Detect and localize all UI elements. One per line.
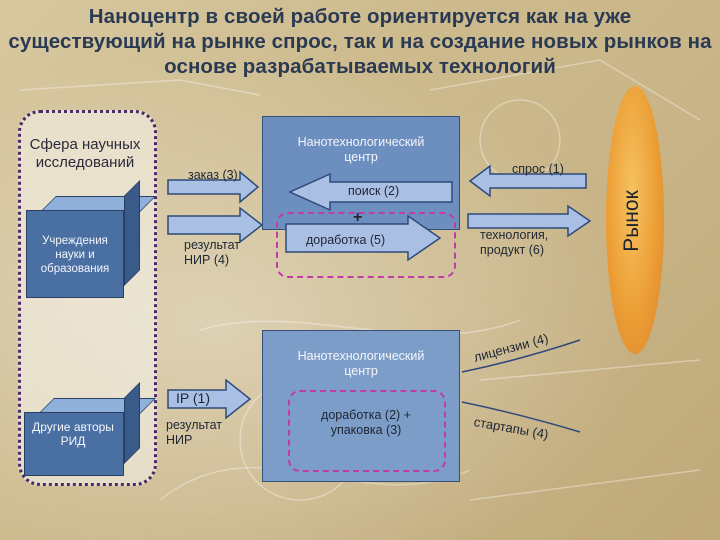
- institutions-cube: Учреждения науки и образования: [26, 180, 156, 300]
- demand-arrow: [468, 164, 587, 198]
- nanocenter-bottom-box: Нанотехнологический центр: [262, 330, 460, 482]
- ip-arrow: [167, 378, 252, 420]
- nanocenter-top-box: Нанотехнологический центр: [262, 116, 460, 230]
- refinement-packaging-frame: [288, 390, 446, 472]
- refinement-packaging-label: доработка (2) + упаковка (3): [321, 408, 411, 437]
- refinement-5-arrow: [285, 214, 442, 262]
- refinement-5-label: доработка (5): [306, 233, 386, 247]
- rnd-result-4-label: результат НИР (4): [184, 238, 241, 267]
- order-label: заказ (3): [188, 168, 238, 182]
- licenses-curve: [461, 339, 581, 373]
- research-sphere-label: Сфера научных исследований: [29, 136, 141, 171]
- nanocenter-bottom-label: Нанотехнологический центр: [297, 349, 425, 378]
- demand-label: спрос (1): [512, 162, 564, 176]
- plus-sign: +: [353, 209, 363, 226]
- market-ellipse: [606, 86, 664, 354]
- tech-product-arrow: [467, 204, 592, 238]
- other-authors-label: Другие авторы РИД: [32, 420, 114, 448]
- ip-label: IP (1): [176, 390, 210, 406]
- slide-title: Наноцентр в своей работе ориентируется к…: [8, 5, 712, 78]
- nanocenter-top-label: Нанотехнологический центр: [297, 135, 425, 164]
- search-label: поиск (2): [348, 184, 400, 198]
- refinement-5-frame: [276, 212, 456, 278]
- other-authors-cube: Другие авторы РИД: [24, 382, 156, 478]
- order-arrow: [167, 170, 260, 204]
- institutions-label: Учреждения науки и образования: [40, 235, 110, 275]
- startups-curve: [461, 401, 581, 433]
- tech-product-label: технология, продукт (6): [480, 228, 549, 257]
- search-arrow: [288, 172, 453, 212]
- rnd-result-4-arrow: [167, 206, 264, 244]
- rnd-result-label: результат НИР: [166, 418, 223, 447]
